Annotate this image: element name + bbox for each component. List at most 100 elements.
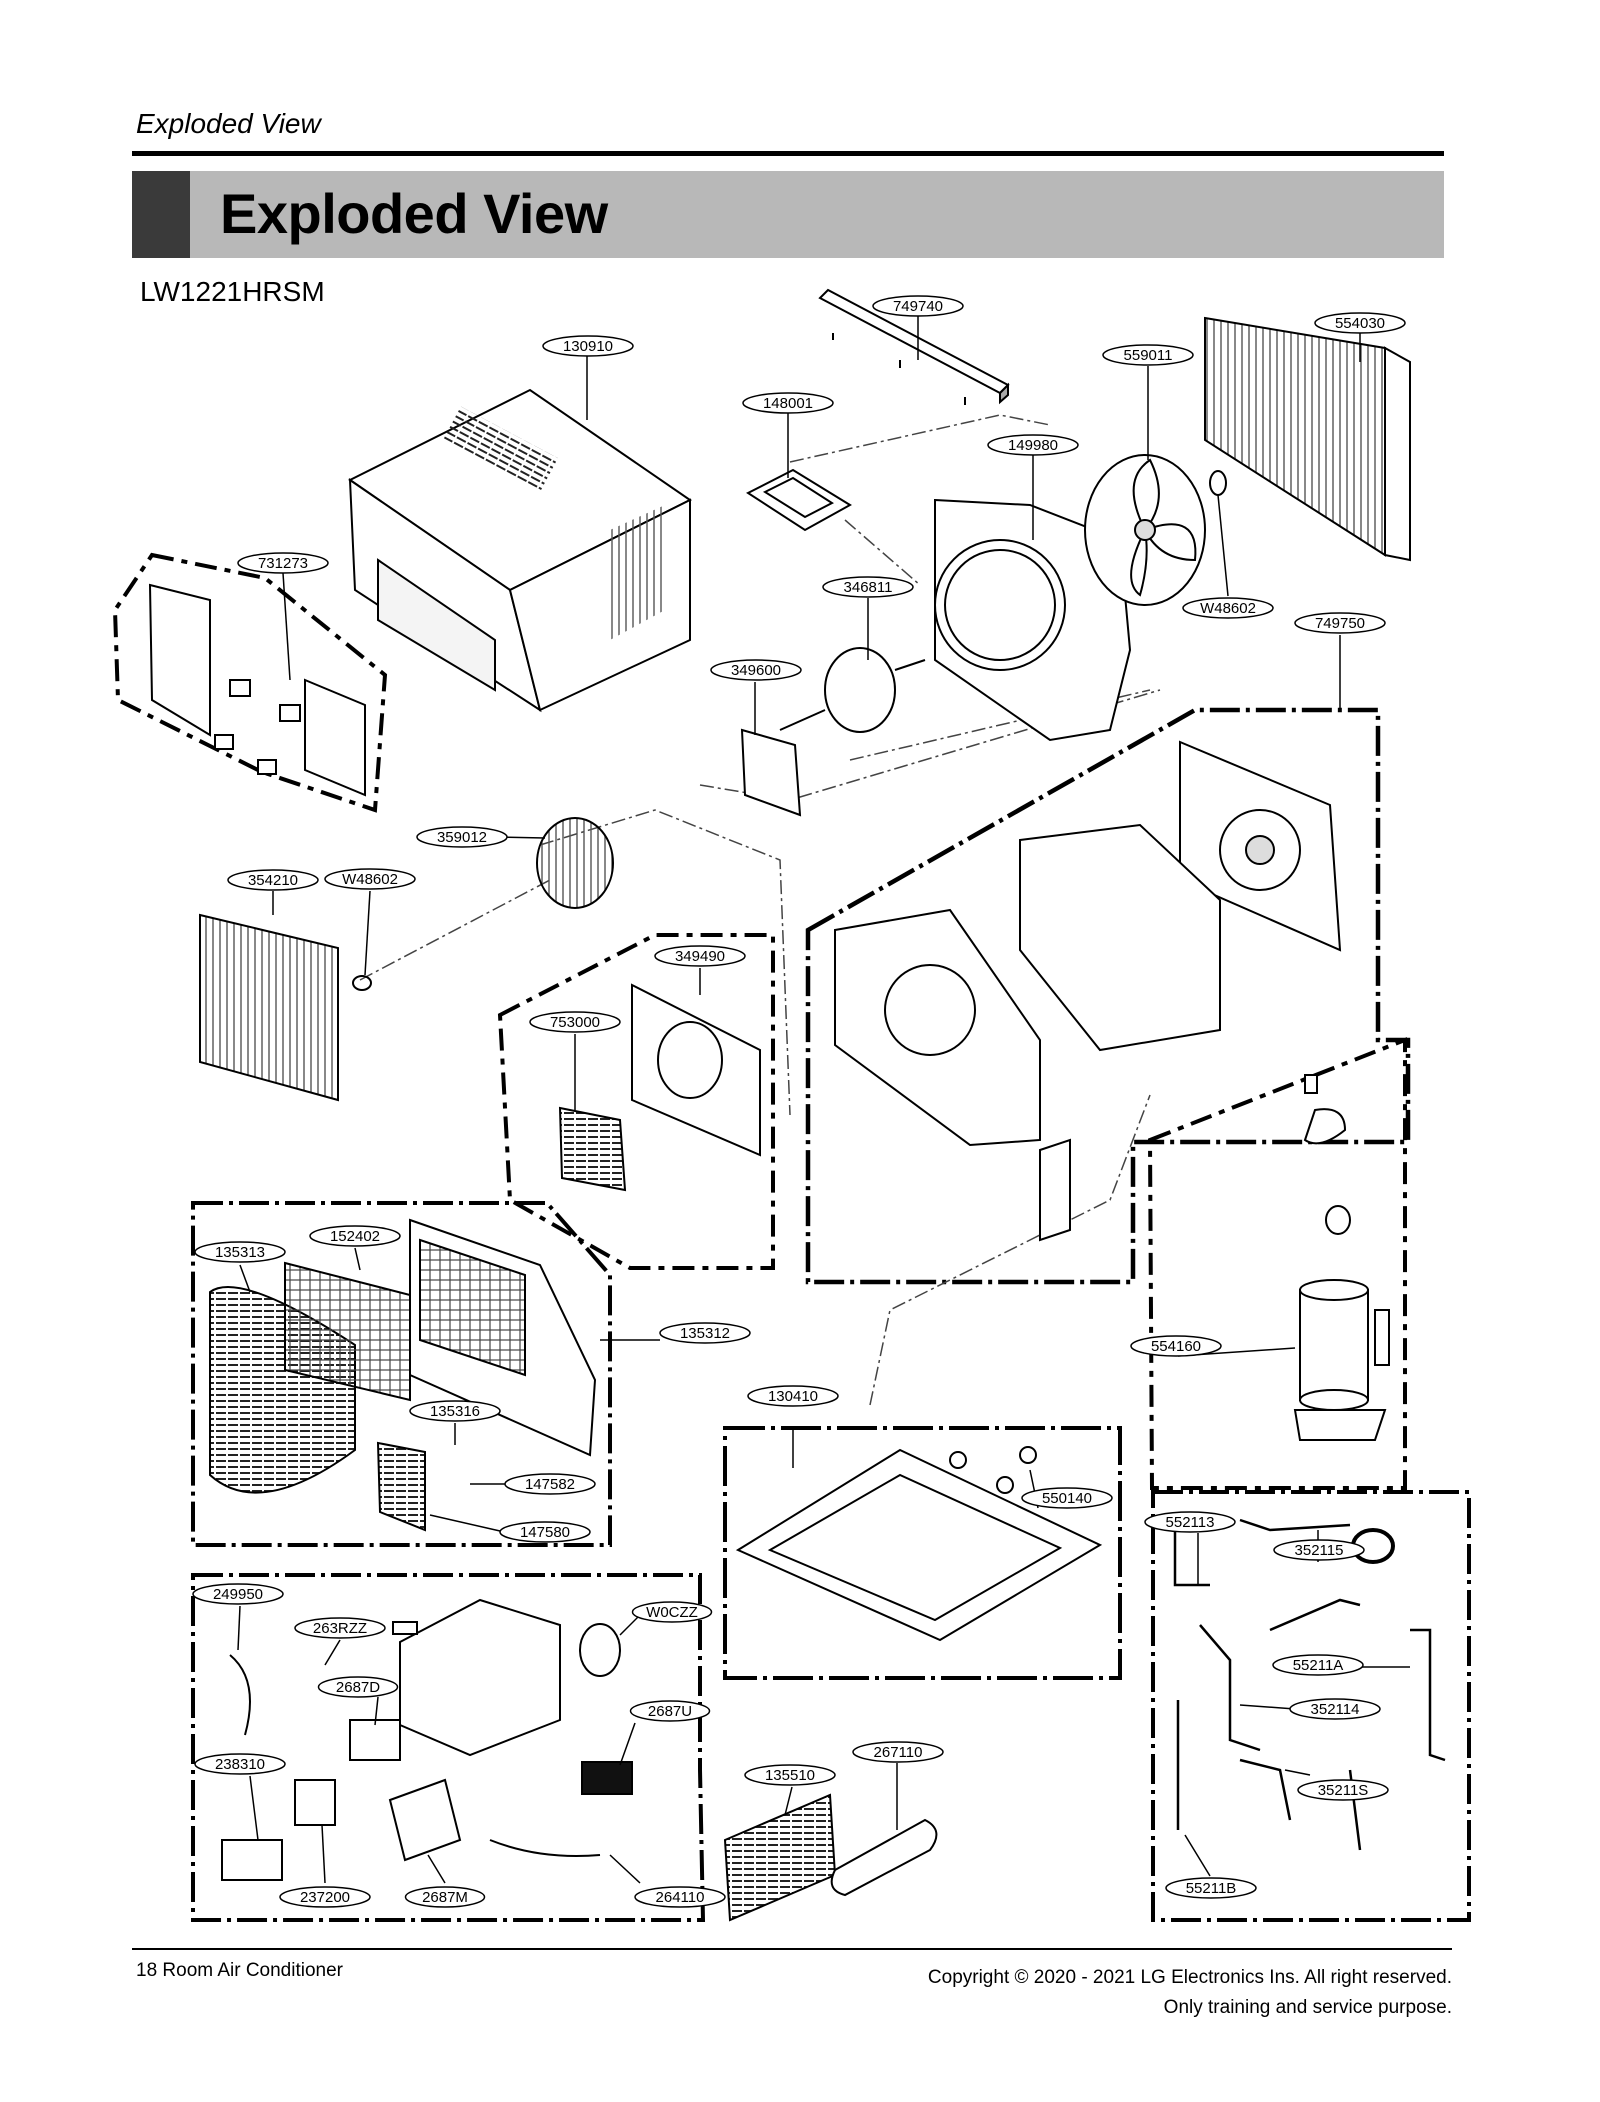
callout-bubble — [416, 826, 508, 848]
callout-bubble — [227, 869, 319, 891]
part-number-label: 349490 — [675, 948, 725, 965]
part-number-label: 267110 — [874, 1744, 923, 1761]
part-number-label: 148001 — [763, 395, 813, 412]
page-title: Exploded View — [220, 182, 608, 245]
callout-bubble — [1294, 612, 1386, 634]
callout-bubble — [529, 1011, 621, 1033]
group-552113 — [1151, 1490, 1471, 1922]
part-number-label: 352115 — [1295, 1542, 1344, 1559]
callout-bubble — [654, 945, 746, 967]
callout-bubble — [659, 1322, 751, 1344]
part-number-label: 35211S — [1318, 1782, 1369, 1799]
header-rule — [132, 151, 1444, 156]
part-number-label: W48602 — [1200, 600, 1256, 617]
callouts: 7497405540301309105590111480011499807312… — [192, 295, 1406, 1908]
part-number-label: 149980 — [1008, 437, 1058, 454]
part-number-label: 238310 — [215, 1756, 265, 1773]
part-number-label: 749750 — [1315, 615, 1365, 632]
part-354210-evaporator — [199, 913, 339, 1102]
part-number-label: 135316 — [430, 1403, 480, 1420]
callout-bubble — [194, 1241, 286, 1263]
callout-bubble — [629, 1700, 711, 1722]
part-number-label: 147582 — [525, 1476, 575, 1493]
callout-bubble — [317, 1676, 399, 1698]
callout-bubble — [1144, 1511, 1236, 1533]
callout-bubble — [822, 576, 914, 598]
part-number-label: 249950 — [213, 1586, 263, 1603]
callout-bubble — [1165, 1877, 1257, 1899]
callout-bubble — [1130, 1335, 1222, 1357]
callout-bubble — [504, 1473, 596, 1495]
part-number-label: 550140 — [1042, 1490, 1092, 1507]
callout-bubble — [744, 1764, 836, 1786]
part-152402-filter — [284, 1261, 411, 1402]
part-number-label: 554160 — [1151, 1338, 1201, 1355]
model-number: LW1221HRSM — [140, 276, 325, 307]
group-135312 — [191, 1201, 612, 1547]
part-559011-fan — [1084, 454, 1206, 606]
callout-bubble — [1021, 1487, 1113, 1509]
callout-bubble — [1289, 1698, 1381, 1720]
part-130910-cabinet — [348, 388, 692, 713]
callout-bubble — [294, 1617, 386, 1639]
part-148001-bracket — [746, 468, 852, 532]
callout-bubble — [237, 552, 329, 574]
part-135510-cover — [723, 1793, 837, 1922]
part-number-label: 130410 — [768, 1388, 818, 1405]
footer-copyright-block: Copyright © 2020 - 2021 LG Electronics I… — [928, 1963, 1452, 2023]
part-number-label: 2687M — [422, 1889, 468, 1906]
part-W48602-clip-2 — [352, 975, 372, 991]
part-554160-compressor — [1293, 1074, 1390, 1441]
part-249950-control — [221, 1598, 633, 1881]
part-349490-plate — [631, 983, 761, 1157]
callout-bubble — [324, 868, 416, 890]
part-number-label: 731273 — [258, 555, 308, 572]
part-749750-assembly — [834, 740, 1342, 1242]
part-147580-louver — [376, 1441, 426, 1532]
part-W48602-clip-1 — [1209, 470, 1227, 496]
part-number-label: 346811 — [844, 579, 893, 596]
part-number-label: 55211A — [1293, 1657, 1344, 1674]
callout-bubble — [1297, 1779, 1389, 1801]
part-number-label: 135510 — [765, 1767, 815, 1784]
part-number-label: 135313 — [215, 1244, 265, 1261]
part-number-label: 354210 — [248, 872, 298, 889]
part-number-label: 237200 — [300, 1889, 350, 1906]
callout-bubble — [499, 1521, 591, 1543]
part-number-label: 2687U — [648, 1703, 692, 1720]
part-number-label: 130910 — [563, 338, 613, 355]
part-number-label: 753000 — [550, 1014, 600, 1031]
callout-bubble — [852, 1741, 944, 1763]
group-249950 — [191, 1573, 706, 1922]
part-346811-motor — [779, 647, 926, 733]
part-number-label: 55211B — [1186, 1880, 1237, 1897]
callout-bubble — [1182, 597, 1274, 619]
callout-bubble — [309, 1225, 401, 1247]
section-label: Exploded View — [136, 108, 321, 139]
callout-bubble — [710, 659, 802, 681]
part-number-label: 352114 — [1311, 1701, 1360, 1718]
part-number-label: 552113 — [1166, 1514, 1215, 1531]
callout-bubble — [194, 1753, 286, 1775]
callout-bubble — [1314, 312, 1406, 334]
part-number-label: W0CZZ — [646, 1604, 698, 1621]
callout-bubble — [987, 434, 1079, 456]
callout-bubble — [1273, 1539, 1365, 1561]
callout-bubble — [742, 392, 834, 414]
part-number-label: 264110 — [656, 1889, 705, 1906]
part-135312-front-panel — [409, 1218, 597, 1457]
part-number-label: 349600 — [731, 662, 781, 679]
part-number-label: 147580 — [520, 1524, 570, 1541]
part-number-label: 2687D — [336, 1679, 380, 1696]
callout-bubble — [409, 1400, 501, 1422]
group-349490 — [497, 933, 775, 1270]
part-number-label: 263RZZ — [313, 1620, 367, 1637]
part-349600-bracket — [740, 728, 802, 817]
part-552113-piping — [1173, 1518, 1446, 1851]
part-number-label: 559011 — [1124, 347, 1173, 364]
callout-bubble — [1102, 344, 1194, 366]
group-130410 — [723, 1426, 1122, 1680]
footer-rule — [132, 1948, 1452, 1950]
callout-bubble — [1272, 1654, 1364, 1676]
